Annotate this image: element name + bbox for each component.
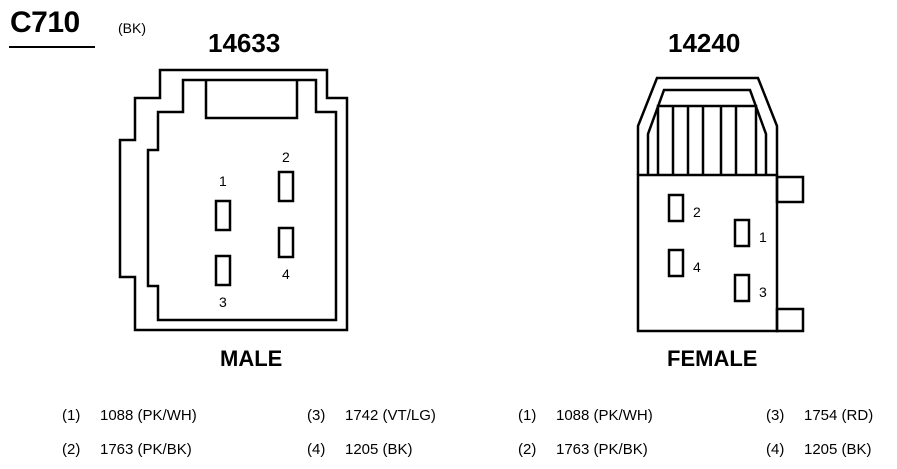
legend-female-circuit-1: 1088 (PK/WH) <box>556 407 653 424</box>
male-pin-label-2: 2 <box>282 149 290 165</box>
female-latch-posts <box>656 104 758 175</box>
male-connector-outline <box>118 68 349 332</box>
male-label: MALE <box>220 346 283 371</box>
legend-female-pin-1: (1) <box>518 407 537 424</box>
male-pin-cavity-1 <box>214 199 232 232</box>
female-pin-cavity-1 <box>733 218 751 248</box>
legend-male-pin-2: (2) <box>62 441 81 458</box>
female-part-number: 14240 <box>668 28 741 58</box>
female-side-tab-top <box>775 175 805 204</box>
female-latch-inner <box>646 88 768 175</box>
female-latch-outer <box>636 76 779 175</box>
legend-female-pin-2: (2) <box>518 441 537 458</box>
female-pin-label-4: 4 <box>693 259 701 275</box>
female-side-tab-bottom <box>775 307 805 333</box>
legend-male-pin-1: (1) <box>62 407 81 424</box>
male-pin-label-1: 1 <box>219 173 227 189</box>
legend-male-circuit-3: 1742 (VT/LG) <box>345 407 436 424</box>
legend-male-pin-4: (4) <box>307 441 326 458</box>
legend-male-circuit-4: 1205 (BK) <box>345 441 413 458</box>
legend-male-circuit-1: 1088 (PK/WH) <box>100 407 197 424</box>
male-pin-label-3: 3 <box>219 294 227 310</box>
legend-female-pin-3: (3) <box>766 407 785 424</box>
female-connector-outline <box>636 173 779 333</box>
legend-female-circuit-3: 1754 (RD) <box>804 407 874 424</box>
legend-male-circuit-2: 1763 (PK/BK) <box>100 441 192 458</box>
male-latch <box>204 80 299 120</box>
connector-id-underline <box>9 46 95 48</box>
male-pin-label-4: 4 <box>282 266 290 282</box>
male-pin-cavity-2 <box>277 170 295 203</box>
female-label: FEMALE <box>667 346 758 371</box>
female-pin-cavity-3 <box>733 273 751 303</box>
female-pin-label-2: 2 <box>693 204 701 220</box>
connector-id: C710 <box>10 6 80 39</box>
legend-male-pin-3: (3) <box>307 407 326 424</box>
legend-female-circuit-4: 1205 (BK) <box>804 441 872 458</box>
male-pin-cavity-3 <box>214 254 232 287</box>
female-pin-cavity-2 <box>667 193 685 223</box>
connector-color-code: (BK) <box>118 20 146 36</box>
male-pin-cavity-4 <box>277 226 295 259</box>
female-pin-label-1: 1 <box>759 229 767 245</box>
male-part-number: 14633 <box>208 28 281 58</box>
female-pin-label-3: 3 <box>759 284 767 300</box>
female-pin-cavity-4 <box>667 248 685 278</box>
legend-female-circuit-2: 1763 (PK/BK) <box>556 441 648 458</box>
male-connector-inner-outline <box>146 78 338 322</box>
legend-female-pin-4: (4) <box>766 441 785 458</box>
